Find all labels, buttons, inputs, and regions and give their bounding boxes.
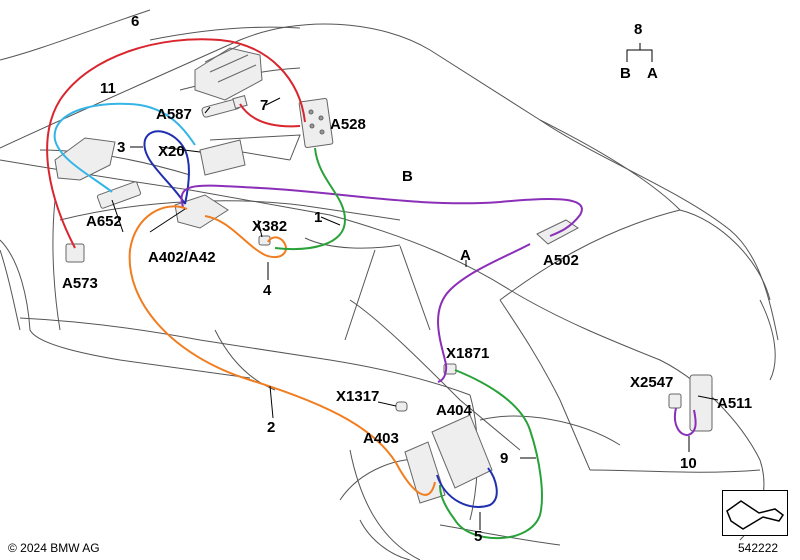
connector-x1317: [395, 401, 408, 412]
label-a511: A511: [717, 395, 752, 412]
label-x2547: X2547: [630, 374, 673, 391]
label-2: 2: [267, 419, 275, 436]
labels: 6 7 11 A587 A528 3 X20 A652 A402/A42 A57…: [62, 13, 752, 545]
arrow-shape-icon: [726, 500, 785, 530]
cable-green-1: [274, 147, 347, 251]
label-a403: A403: [363, 430, 399, 447]
label-8: 8: [634, 21, 642, 38]
label-a-cable: A: [460, 247, 471, 264]
label-x382: X382: [252, 218, 287, 235]
module-a403: [404, 441, 446, 504]
label-6: 6: [131, 13, 139, 30]
cable-purple-10: [674, 407, 697, 437]
label-3: 3: [117, 139, 125, 156]
label-9: 9: [500, 450, 508, 467]
label-a404: A404: [436, 402, 473, 419]
legend-a: A: [647, 65, 658, 82]
cable-orange-4: [204, 215, 287, 259]
module-x20: [199, 139, 246, 176]
label-x1317: X1317: [336, 388, 379, 405]
label-10: 10: [680, 455, 697, 472]
label-a652: A652: [86, 213, 122, 230]
cable-purple-A: [437, 243, 531, 383]
cable-green-9: [439, 369, 543, 540]
label-a402: A402/A42: [148, 249, 216, 266]
module-a404: [431, 414, 493, 489]
cable-orange-2: [128, 205, 436, 496]
components: [54, 44, 713, 504]
cable-purple-B: [180, 184, 583, 237]
label-a502: A502: [543, 252, 579, 269]
label-11: 11: [100, 80, 116, 97]
cable-red-7: [239, 103, 301, 128]
label-a573: A573: [62, 275, 98, 292]
label-5: 5: [474, 528, 482, 545]
module-a652-area: [54, 137, 116, 181]
label-b-cable: B: [402, 168, 413, 185]
label-x20: X20: [158, 143, 185, 160]
page-arrow-icon[interactable]: [722, 490, 788, 536]
cable-blue-3: [143, 130, 190, 205]
label-x1871: X1871: [446, 345, 489, 362]
car-body-outline: [0, 9, 779, 560]
module-a652: [96, 181, 142, 209]
module-roof: [194, 44, 263, 101]
label-a528: A528: [330, 116, 366, 133]
copyright-text: © 2024 BMW AG: [8, 541, 100, 555]
module-a573: [65, 243, 85, 263]
cable-blue-5: [436, 467, 498, 508]
connector-7: [232, 95, 248, 109]
connector-x2547: [668, 393, 682, 409]
leader-lines: [111, 43, 719, 530]
label-7: 7: [260, 97, 268, 114]
label-1: 1: [314, 209, 322, 226]
module-a511: [689, 374, 713, 432]
label-4: 4: [263, 282, 272, 299]
cables: [46, 38, 697, 540]
cable-cyan-11: [53, 102, 196, 193]
legend-b: B: [620, 65, 631, 82]
module-a528: [298, 98, 334, 148]
label-a587: A587: [156, 106, 192, 123]
document-number: 542222: [738, 541, 779, 555]
cable-red-6: [46, 38, 306, 249]
